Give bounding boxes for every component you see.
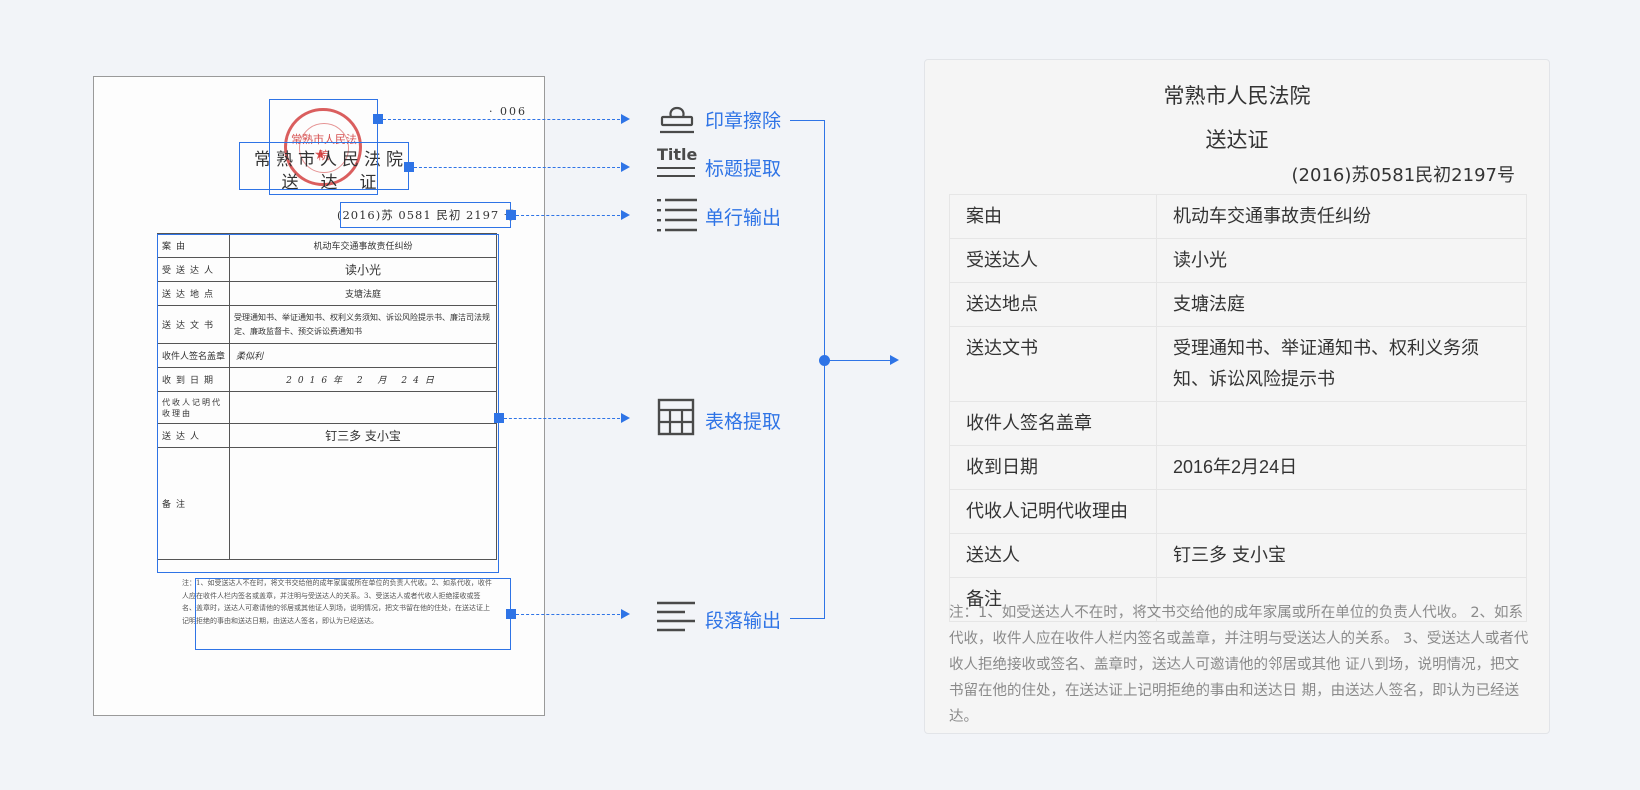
title-icon-line	[657, 175, 695, 177]
scan-row: 送达人 钉三多 支小宝	[157, 423, 497, 448]
title-handle	[404, 162, 414, 172]
seal-detection-box	[269, 99, 378, 195]
title-connector	[414, 167, 620, 168]
seal-connector	[383, 119, 620, 120]
result-value: 机动车交通事故责任纠纷	[1156, 194, 1527, 239]
seal-handle	[373, 114, 383, 124]
result-key: 收到日期	[949, 445, 1157, 490]
list-icon	[657, 198, 697, 232]
scan-row-value: 支塘法庭	[229, 281, 497, 306]
feature-paragraph-output: 段落输出	[705, 610, 782, 632]
table-connector	[504, 418, 620, 419]
scan-case-number: (2016)苏 0581 民初 2197 号	[337, 208, 517, 222]
stamp-icon	[660, 106, 694, 134]
table-row: 送达地点支塘法庭	[949, 282, 1527, 327]
table-row: 备注	[949, 577, 1527, 622]
result-table: 案由机动车交通事故责任纠纷 受送达人读小光 送达地点支塘法庭 送达文书受理通知书…	[949, 194, 1527, 622]
table-detection-box	[157, 234, 499, 573]
result-key: 送达文书	[949, 326, 1157, 402]
table-row: 送达人钉三多 支小宝	[949, 533, 1527, 578]
result-key: 代收人记明代收理由	[949, 489, 1157, 534]
feature-single-line-output: 单行输出	[705, 207, 782, 229]
caseno-connector	[516, 215, 620, 216]
paragraph-arrow-icon	[621, 609, 630, 619]
bracket-vertical-line	[824, 120, 825, 619]
table-arrow-icon	[621, 413, 630, 423]
table-row: 代收人记明代收理由	[949, 489, 1527, 534]
paragraph-connector	[516, 614, 620, 615]
result-key: 收件人签名盖章	[949, 401, 1157, 446]
scanned-document: 常熟市人民法院 ★ · 006 常熟市人民法院 送达证 (2016)苏 0581…	[93, 76, 545, 716]
scan-row-value	[229, 391, 497, 424]
caseno-arrow-icon	[621, 210, 630, 220]
result-case-number: (2016)苏0581民初2197号	[1291, 165, 1515, 186]
scan-row: 送达地点 支塘法庭	[157, 281, 497, 306]
output-arrow-icon	[890, 355, 899, 365]
caseno-handle	[506, 210, 516, 220]
scan-row-label: 收到日期	[157, 367, 230, 392]
paragraph-detection-box	[195, 578, 511, 650]
scan-row: 收件人签名盖章 柔似利	[157, 343, 497, 368]
table-icon	[657, 398, 695, 436]
result-value: 读小光	[1156, 238, 1527, 283]
title-icon: Title	[657, 147, 697, 187]
seal-star-icon: ★	[314, 147, 327, 163]
table-row: 受送达人读小光	[949, 238, 1527, 283]
scan-row: 代收人记明代收理由	[157, 391, 497, 424]
table-handle	[494, 413, 504, 423]
seal-arrow-icon	[621, 114, 630, 124]
seal-inner-ring	[299, 123, 349, 173]
title-arrow-icon	[621, 162, 630, 172]
scan-row-label: 送达人	[157, 423, 230, 448]
result-key: 受送达人	[949, 238, 1157, 283]
caseno-detection-box	[340, 202, 511, 228]
result-doc-title: 送达证	[1205, 128, 1269, 152]
result-value: 支塘法庭	[1156, 282, 1527, 327]
scan-note: 注：1、如受送达人不在时，将文书交给他的成年家属或所在单位的负责人代收。2、如系…	[182, 579, 492, 625]
result-court-name: 常熟市人民法院	[1163, 84, 1311, 108]
result-value	[1156, 489, 1527, 534]
result-key: 送达人	[949, 533, 1157, 578]
scan-court-name: 常熟市人民法院	[254, 150, 408, 170]
paragraph-icon	[657, 601, 695, 632]
title-icon-text: Title	[657, 145, 698, 164]
feature-title-extraction: 标题提取	[705, 158, 782, 180]
output-connector	[824, 360, 891, 361]
result-key: 案由	[949, 194, 1157, 239]
result-value: 钉三多 支小宝	[1156, 533, 1527, 578]
scan-row: 受送达人 读小光	[157, 257, 497, 282]
feature-table-extraction: 表格提取	[705, 411, 782, 433]
scan-row: 备注	[157, 447, 497, 560]
result-note: 注：1、如受送达人不在时，将文书交给他的成年家属或所在单位的负责人代收。 2、如…	[949, 605, 1529, 725]
bracket-top-line	[790, 120, 825, 121]
paragraph-handle	[506, 609, 516, 619]
table-row: 送达文书受理通知书、举证通知书、权利义务须知、诉讼风险提示书	[949, 326, 1527, 402]
scan-table: 案由 机动车交通事故责任纠纷 受送达人 读小光 送达地点 支塘法庭 送达文书 受…	[157, 233, 497, 560]
result-key: 备注	[949, 577, 1157, 622]
scan-row-value	[229, 447, 497, 560]
result-value	[1156, 401, 1527, 446]
table-row: 收件人签名盖章	[949, 401, 1527, 446]
scan-row: 送达文书 受理通知书、举证通知书、权利义务须知、诉讼风险提示书、廉洁司法规定、廉…	[157, 305, 497, 344]
result-value: 2016年2月24日	[1156, 445, 1527, 490]
result-value	[1156, 577, 1527, 622]
bracket-bottom-line	[790, 618, 825, 619]
scan-doc-title: 送达证	[281, 173, 399, 193]
result-panel: 常熟市人民法院 送达证 (2016)苏0581民初2197号 案由机动车交通事故…	[924, 59, 1550, 734]
scan-row-label: 代收人记明代收理由	[157, 391, 230, 424]
scan-row-label: 收件人签名盖章	[157, 343, 230, 368]
result-value: 受理通知书、举证通知书、权利义务须知、诉讼风险提示书	[1156, 326, 1527, 402]
table-row: 案由机动车交通事故责任纠纷	[949, 194, 1527, 239]
scan-doc-number: · 006	[489, 105, 527, 118]
result-key: 送达地点	[949, 282, 1157, 327]
title-icon-line	[657, 167, 695, 169]
feature-seal-removal: 印章擦除	[705, 110, 782, 132]
title-detection-box	[239, 142, 409, 190]
scan-row-label: 受送达人	[157, 257, 230, 282]
